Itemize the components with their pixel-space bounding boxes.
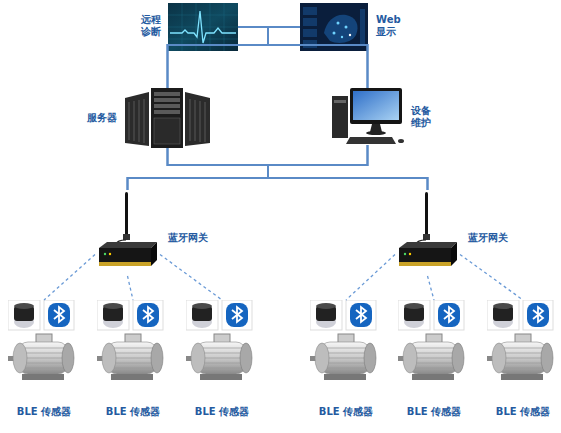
sensor-motor	[487, 300, 553, 380]
drive-bay	[154, 98, 180, 102]
gateway-device	[99, 192, 157, 266]
keyboard	[346, 137, 396, 144]
gateway-device	[399, 192, 457, 266]
web-dashboard	[300, 3, 368, 51]
gateway-node: 蓝牙网关	[95, 190, 160, 276]
network-line	[168, 148, 428, 190]
web-panel	[303, 7, 317, 15]
server-vents	[190, 99, 205, 142]
network-line	[168, 27, 269, 88]
node-label: BLE 传感器	[319, 406, 373, 418]
mouse	[398, 139, 404, 143]
node-label: BLE 传感器	[106, 406, 160, 418]
node-label: BLE 传感器	[496, 406, 550, 418]
sensor-node: BLE 传感器	[8, 300, 80, 386]
server-vents	[129, 99, 144, 143]
server-grille	[154, 118, 180, 144]
sensor-node: BLE 传感器	[398, 300, 470, 386]
monitor-screen	[353, 91, 399, 120]
network-line	[168, 27, 301, 88]
drive-bay	[154, 110, 180, 114]
network-line	[128, 145, 368, 190]
web-dot	[333, 32, 336, 35]
wireless-link	[460, 255, 523, 301]
server-right	[185, 92, 210, 146]
ecg-grid	[168, 3, 238, 51]
drive-bay	[154, 104, 180, 108]
monitor-node: 远程 诊断	[168, 3, 238, 51]
web-screen	[300, 3, 368, 51]
web-dot	[349, 34, 351, 36]
pc-tower	[332, 96, 348, 138]
web-dot	[345, 26, 348, 29]
web-panel	[303, 29, 317, 37]
monitor-node: Web 显示	[300, 3, 368, 51]
node-label: BLE 传感器	[17, 406, 71, 418]
ecg-screen	[168, 3, 238, 51]
sensor-node: BLE 传感器	[97, 300, 169, 386]
server-node: 服务器	[125, 88, 210, 148]
node-label: BLE 传感器	[407, 406, 461, 418]
monitor-bezel	[350, 88, 402, 124]
wireless-link	[428, 276, 435, 300]
drive-bay	[154, 92, 180, 96]
gateway-node: 蓝牙网关	[395, 190, 460, 276]
network-line	[238, 27, 368, 88]
sensor-motor	[8, 300, 74, 380]
node-label: 服务器	[87, 112, 117, 124]
maintenance-pc	[332, 88, 404, 144]
pc-drive	[334, 100, 346, 103]
sensor-node: BLE 传感器	[186, 300, 258, 386]
sensor-node: BLE 传感器	[487, 300, 559, 386]
sensor-motor	[97, 300, 163, 380]
pc-node: 设备 维护	[330, 88, 405, 145]
web-dot	[337, 22, 340, 25]
web-panel	[303, 18, 317, 26]
ecg-trace	[170, 11, 236, 43]
node-label: BLE 传感器	[195, 406, 249, 418]
web-panel	[360, 9, 365, 45]
web-dot	[341, 36, 343, 38]
node-label: 远程 诊断	[135, 14, 161, 38]
network-line	[268, 145, 428, 190]
network-line	[128, 148, 269, 190]
sensor-node: BLE 传感器	[310, 300, 382, 386]
web-panel	[303, 40, 317, 48]
ecg-monitor	[168, 3, 238, 51]
server-tower	[151, 88, 183, 148]
server-left	[125, 92, 149, 146]
sensor-motor	[398, 300, 464, 380]
node-label: 设备 维护	[411, 105, 437, 129]
monitor-stand	[370, 124, 382, 132]
monitor-base	[366, 131, 386, 135]
web-map	[324, 15, 358, 43]
node-label: Web 显示	[376, 14, 402, 38]
sensor-motor	[186, 300, 252, 380]
node-label: 蓝牙网关	[168, 232, 208, 244]
node-label: 蓝牙网关	[468, 232, 508, 244]
network-line	[268, 27, 368, 88]
wireless-link	[128, 276, 134, 300]
server-rack	[125, 88, 210, 148]
sensor-motor	[310, 300, 376, 380]
wireless-link	[44, 255, 95, 301]
wireless-link	[160, 255, 222, 301]
wireless-link	[346, 255, 395, 301]
